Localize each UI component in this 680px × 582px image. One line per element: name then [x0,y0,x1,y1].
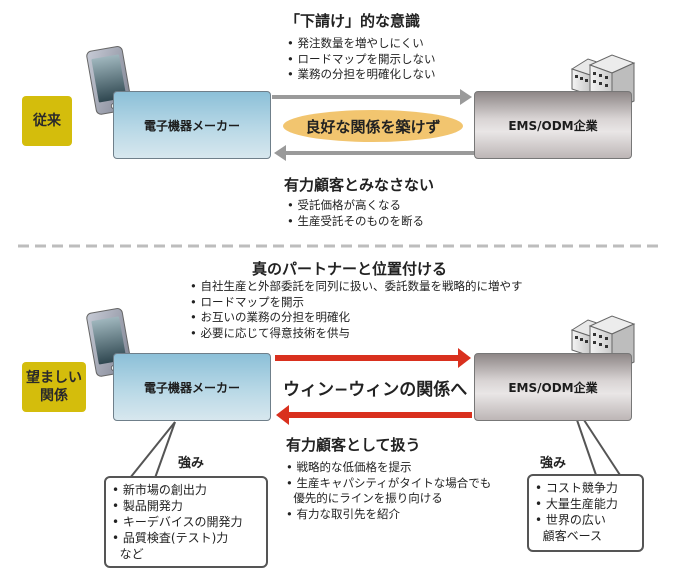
relation-oval: 良好な関係を築けず [283,110,463,142]
maker-box: 電子機器メーカー [113,353,271,421]
list-item: 有力な取引先を紹介 [286,507,491,523]
list-item: 生産キャパシティがタイトな場合でも [286,476,491,492]
list-item: 品質検査(テスト)力 [112,530,260,546]
conventional-bottom-bullets: 受託価格が高くなる 生産受託そのものを断る [287,198,424,229]
red-arrow-right [275,348,471,368]
desired-top-heading: 真のパートナーと位置付ける [252,260,448,278]
ems-strengths-callout: コスト競争力 大量生産能力 世界の広い 顧客ベース [527,474,644,552]
list-item: ロードマップを開示しない [287,52,435,68]
list-item: 受託価格が高くなる [287,198,424,214]
list-item: 優先的にラインを振り向ける [293,491,443,505]
list-item: 自社生産と外部委託を同列に扱い、委託数量を戦略的に増やす [190,279,522,295]
desired-bottom-bullets: 戦略的な低価格を提示 生産キャパシティがタイトな場合でも 優先的にラインを振り向… [286,460,491,522]
ems-box: EMS/ODM企業 [474,91,632,159]
list-item: ロードマップを開示 [190,295,522,311]
list-item: 生産受託そのものを断る [287,214,424,230]
maker-callout-tail [122,421,176,479]
list-item: 新市場の創出力 [112,482,260,498]
list-item: など [119,547,144,561]
list-item: 必要に応じて得意技術を供与 [190,326,522,342]
ems-box: EMS/ODM企業 [474,353,632,421]
desired-top-bullets: 自社生産と外部委託を同列に扱い、委託数量を戦略的に増やす ロードマップを開示 お… [190,279,522,341]
red-arrow-left [276,405,472,425]
maker-strengths-callout: 新市場の創出力 製品開発力 キーデバイスの開発力 品質検査(テスト)力 など [104,476,268,568]
list-item: キーデバイスの開発力 [112,514,260,530]
conventional-label: 従来 [22,96,72,146]
ems-callout-tail [576,419,621,476]
maker-box: 電子機器メーカー [113,91,271,159]
list-item: 業務の分担を明確化しない [287,67,435,83]
list-item: 顧客ベース [542,529,603,543]
list-item: 製品開発力 [112,498,260,514]
list-item: コスト競争力 [535,480,636,496]
maker-strengths-title: 強み [178,456,205,471]
ems-strengths-title: 強み [540,456,567,471]
gray-arrow-right [272,89,472,105]
list-item: 戦略的な低価格を提示 [286,460,491,476]
desired-bottom-heading: 有力顧客として扱う [286,436,421,454]
conventional-bottom-heading: 有力顧客とみなさない [284,176,435,194]
desired-label: 望ましい 関係 [22,362,86,412]
win-win-text: ウィン−ウィンの関係へ [283,380,468,400]
gray-arrow-left [274,145,474,161]
list-item: 大量生産能力 [535,496,636,512]
maker-label: 電子機器メーカー [143,118,240,133]
ems-label: EMS/ODM企業 [508,118,598,133]
ems-label: EMS/ODM企業 [508,380,598,395]
maker-label: 電子機器メーカー [143,380,240,395]
conventional-top-heading: 「下請け」的な意識 [285,12,421,30]
list-item: 世界の広い [535,512,636,528]
list-item: 発注数量を増やしにくい [287,36,435,52]
list-item: お互いの業務の分担を明確化 [190,310,522,326]
conventional-top-bullets: 発注数量を増やしにくい ロードマップを開示しない 業務の分担を明確化しない [287,36,435,83]
